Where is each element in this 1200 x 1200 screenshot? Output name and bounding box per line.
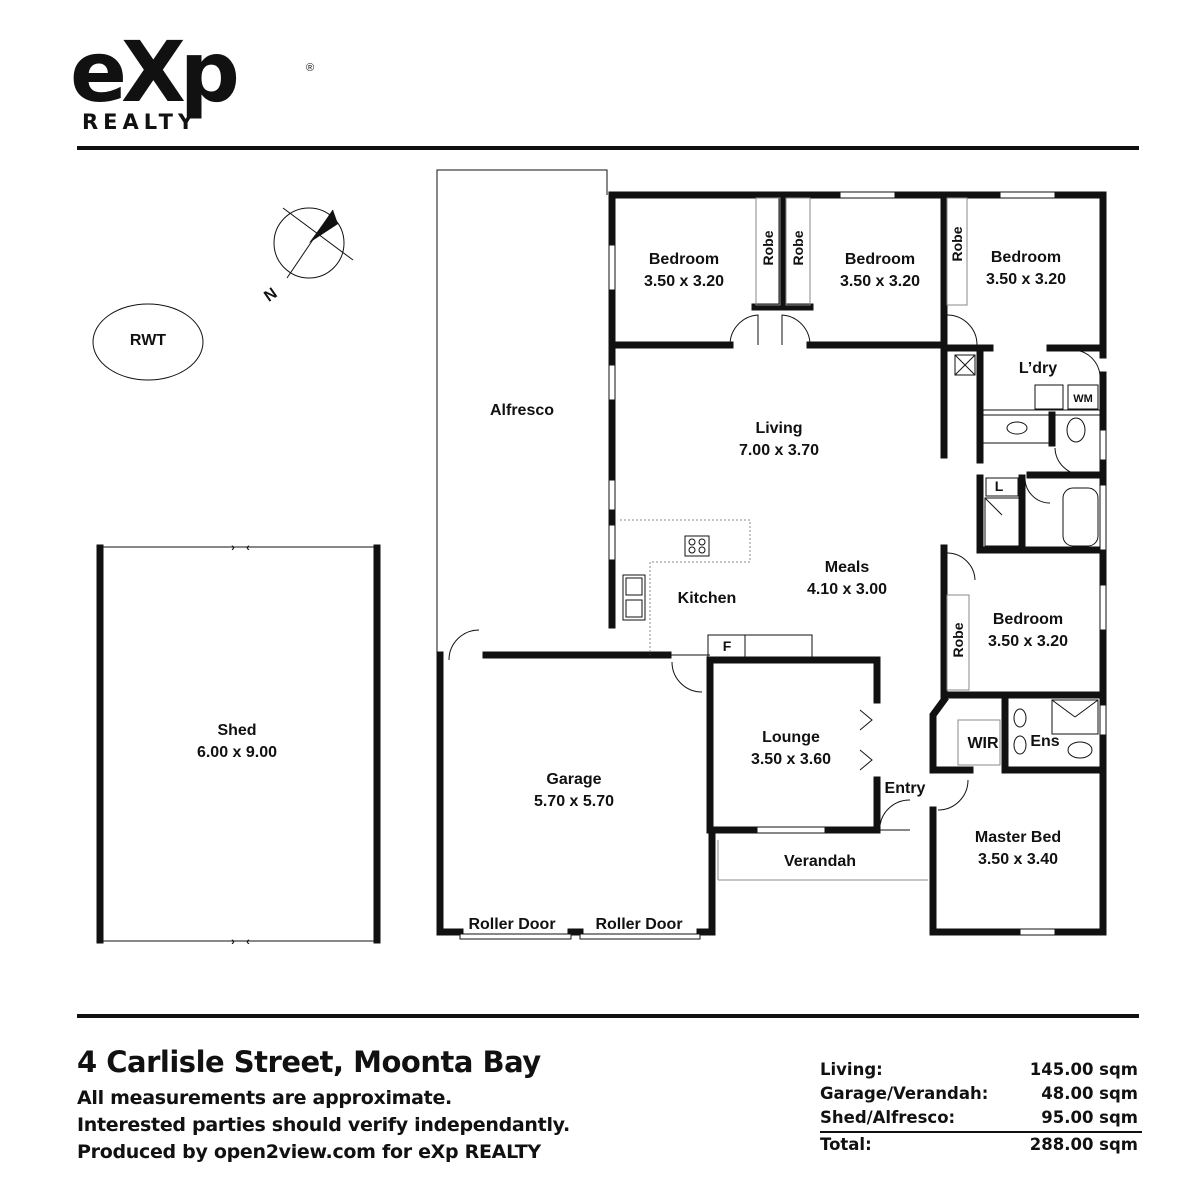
bedroom-2-size: 3.50 x 3.20 (840, 273, 920, 290)
robe-label-3: Robe (949, 226, 965, 261)
bathroom-fixtures (954, 354, 1099, 766)
meals-size: 4.10 x 3.00 (807, 581, 887, 598)
living-name: Living (755, 420, 802, 437)
alfresco-label: Alfresco (490, 402, 554, 419)
bottom-divider (77, 1014, 1139, 1018)
logo-wordmark: eXp (70, 23, 240, 121)
bedroom-1-size: 3.50 x 3.20 (644, 273, 724, 290)
listing-info: 4 Carlisle Street, Moonta Bay All measur… (77, 1045, 637, 1166)
lounge-size: 3.50 x 3.60 (751, 751, 831, 768)
area-total-row: Total: 288.00 sqm (820, 1131, 1142, 1157)
living-size: 7.00 x 3.70 (739, 442, 819, 459)
roller-door-label-2: Roller Door (595, 916, 682, 933)
shed-name: Shed (217, 722, 256, 739)
disclaimer-line-1: All measurements are approximate. (77, 1087, 452, 1109)
bedroom-3-name: Bedroom (991, 249, 1061, 266)
meals-name: Meals (825, 559, 870, 576)
bedroom-3-size: 3.50 x 3.20 (986, 271, 1066, 288)
bedroom-4-name: Bedroom (993, 611, 1063, 628)
shed: › ‹ › ‹ (96, 542, 381, 948)
svg-text:›: › (231, 542, 235, 554)
rwt-label: RWT (130, 332, 166, 349)
linen-label: L (995, 478, 1004, 494)
logo-subtitle: REALTY (82, 110, 199, 134)
area-value: 145.00 sqm (1029, 1060, 1138, 1079)
svg-text:‹: ‹ (246, 542, 250, 554)
roller-door-label-1: Roller Door (468, 916, 555, 933)
shed-size: 6.00 x 9.00 (197, 744, 277, 761)
lounge-name: Lounge (762, 729, 820, 746)
producer-credit: Produced by open2view.com for eXp REALTY (77, 1141, 541, 1163)
ensuite-label: Ens (1030, 733, 1059, 750)
area-label: Garage/Verandah: (820, 1084, 989, 1103)
house-walls (436, 191, 1107, 936)
fridge-label: F (723, 638, 732, 654)
alfresco (436, 169, 608, 655)
registered-mark: ® (306, 62, 315, 74)
disclaimer-line-2: Interested parties should verify indepen… (77, 1114, 570, 1136)
bedroom-4-size: 3.50 x 3.20 (988, 633, 1068, 650)
svg-text:›: › (231, 936, 235, 948)
robe-label-1: Robe (760, 230, 776, 265)
rainwater-tank (92, 303, 204, 381)
exp-realty-logo: eXp ® REALTY (70, 23, 314, 140)
property-address: 4 Carlisle Street, Moonta Bay (77, 1045, 541, 1079)
area-row: Living: 145.00 sqm (820, 1058, 1142, 1082)
laundry-label: L’dry (1019, 360, 1057, 377)
area-label: Shed/Alfresco: (820, 1108, 956, 1127)
garage-name: Garage (546, 771, 601, 788)
robe-label-4: Robe (950, 622, 966, 657)
entry-label: Entry (885, 780, 926, 797)
header: eXp ® REALTY (0, 0, 1200, 160)
master-bed-name: Master Bed (975, 829, 1061, 846)
area-value: 95.00 sqm (1041, 1108, 1138, 1127)
area-row: Shed/Alfresco: 95.00 sqm (820, 1106, 1142, 1130)
windows (459, 191, 1107, 940)
wir-label: WIR (967, 735, 999, 752)
total-label: Total: (820, 1135, 872, 1154)
area-summary-table: Living: 145.00 sqm Garage/Verandah: 48.0… (820, 1058, 1142, 1157)
area-value: 48.00 sqm (1041, 1084, 1138, 1103)
svg-text:‹: ‹ (246, 936, 250, 948)
kitchen-label: Kitchen (678, 590, 737, 607)
robes (755, 197, 970, 691)
compass-north-label: N (261, 285, 280, 306)
garage-size: 5.70 x 5.70 (534, 793, 614, 810)
bedroom-1-name: Bedroom (649, 251, 719, 268)
top-divider (77, 146, 1139, 150)
total-value: 288.00 sqm (1029, 1135, 1138, 1154)
robe-label-2: Robe (790, 230, 806, 265)
area-row: Garage/Verandah: 48.00 sqm (820, 1082, 1142, 1106)
master-bed-size: 3.50 x 3.40 (978, 851, 1058, 868)
verandah (717, 840, 928, 881)
bedroom-2-name: Bedroom (845, 251, 915, 268)
area-label: Living: (820, 1060, 883, 1079)
kitchen-fixtures (618, 519, 813, 658)
verandah-label: Verandah (784, 853, 856, 870)
north-compass-icon: N (261, 207, 354, 306)
washing-machine-label: WM (1073, 393, 1093, 405)
door-swings (448, 314, 1101, 826)
